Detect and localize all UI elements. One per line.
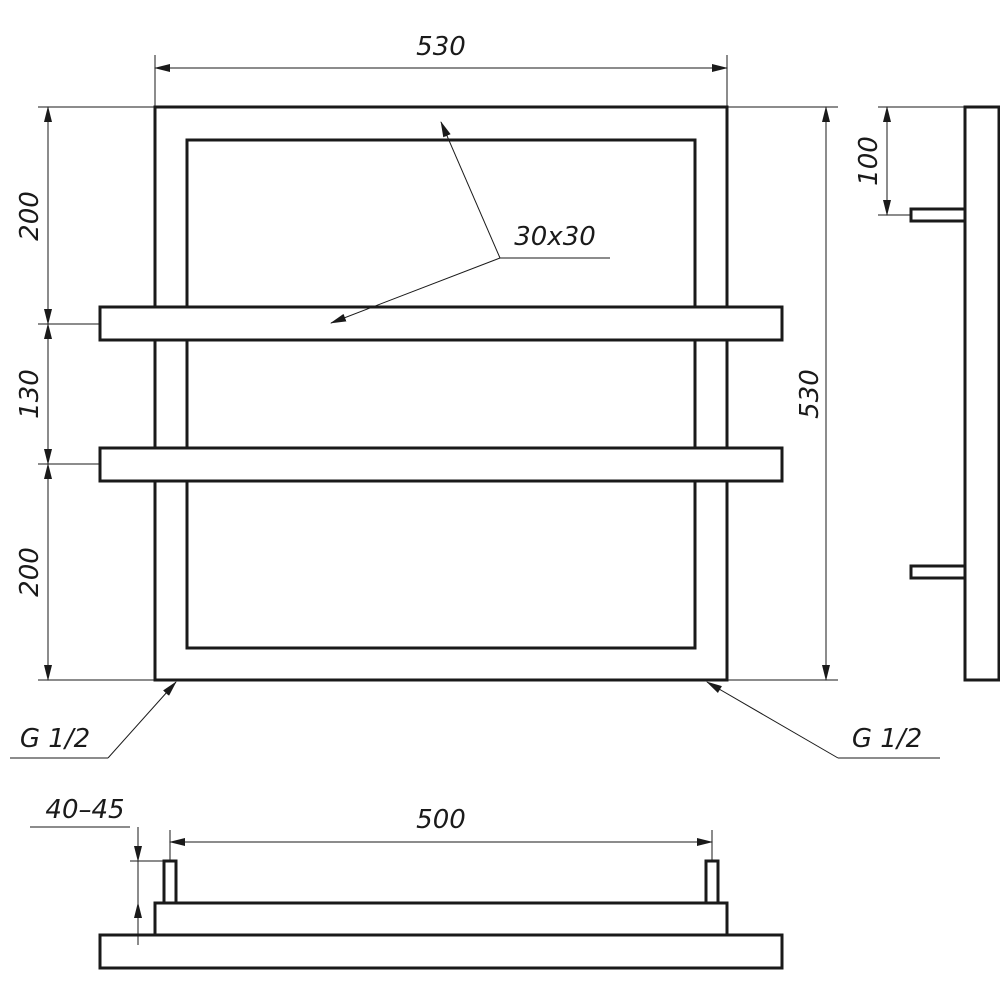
lower-crossbar: [98, 446, 784, 483]
bottom-view: 500 40–45: [30, 795, 784, 970]
bottom-front-bar: [98, 933, 784, 970]
front-view: [98, 105, 784, 682]
profile-label: 30x30: [514, 222, 596, 252]
upper-crossbar: [98, 305, 784, 342]
dimension-top-width: 530: [154, 32, 728, 107]
dim-right-height-label: 530: [795, 369, 825, 419]
bottom-right-pipe: [704, 859, 720, 905]
side-lower-bar: [909, 564, 967, 580]
dim-left-mid-label: 130: [15, 369, 45, 419]
profile-leader: 30x30: [330, 121, 610, 324]
side-view: 100: [854, 105, 1000, 682]
dim-top-width-label: 530: [416, 32, 466, 62]
connection-spacing-label: 500: [416, 805, 466, 835]
dimension-right-height: 530: [727, 106, 838, 681]
side-offset-label: 100: [854, 136, 884, 186]
outer-frame: [153, 105, 729, 682]
inlet-right-label: G 1/2: [852, 724, 922, 754]
inlet-left-label: G 1/2: [20, 724, 90, 754]
dimension-left-chain: 200 130 200: [15, 106, 155, 681]
inner-frame: [185, 138, 697, 650]
inlet-right-leader: G 1/2: [706, 681, 940, 759]
side-profile: [963, 105, 1000, 682]
dim-left-bottom-label: 200: [15, 547, 45, 597]
side-upper-bar: [909, 207, 967, 223]
bottom-frame: [153, 901, 729, 937]
inlet-left-leader: G 1/2: [10, 681, 177, 759]
bottom-left-pipe: [162, 859, 178, 905]
dim-left-top-label: 200: [15, 191, 45, 241]
wall-distance-label: 40–45: [45, 795, 124, 825]
